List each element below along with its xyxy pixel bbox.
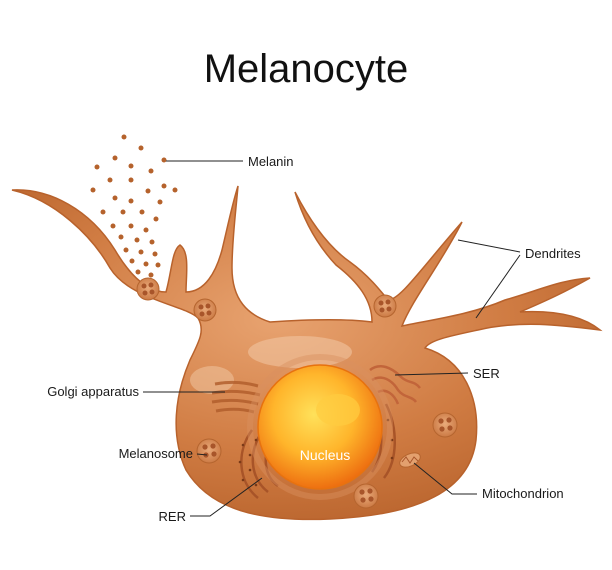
cell-highlight (248, 336, 352, 368)
nucleolus (316, 394, 360, 426)
cell-highlight (190, 366, 234, 394)
nucleus-envelope (247, 354, 393, 500)
diagram-title: Melanocyte (204, 47, 409, 91)
label-melanosome: Melanosome (119, 446, 193, 461)
label-nucleus: Nucleus (300, 447, 351, 463)
nucleus (257, 364, 383, 490)
label-melanin: Melanin (248, 154, 294, 169)
melanosome (432, 412, 458, 438)
label-golgi-apparatus: Golgi apparatus (47, 384, 139, 399)
melanosome (353, 483, 379, 509)
melanosome (193, 298, 217, 322)
melanin-granules (90, 134, 178, 278)
melanosome (136, 277, 160, 301)
label-mitochondrion: Mitochondrion (482, 486, 564, 501)
ribosomes (238, 418, 394, 487)
melanosome (196, 438, 222, 464)
label-ser: SER (473, 366, 500, 381)
label-dendrites: Dendrites (525, 246, 581, 261)
leader-lines (143, 160, 521, 517)
smooth-er (369, 365, 421, 405)
melanosome (373, 294, 397, 318)
label-rer: RER (159, 509, 186, 524)
